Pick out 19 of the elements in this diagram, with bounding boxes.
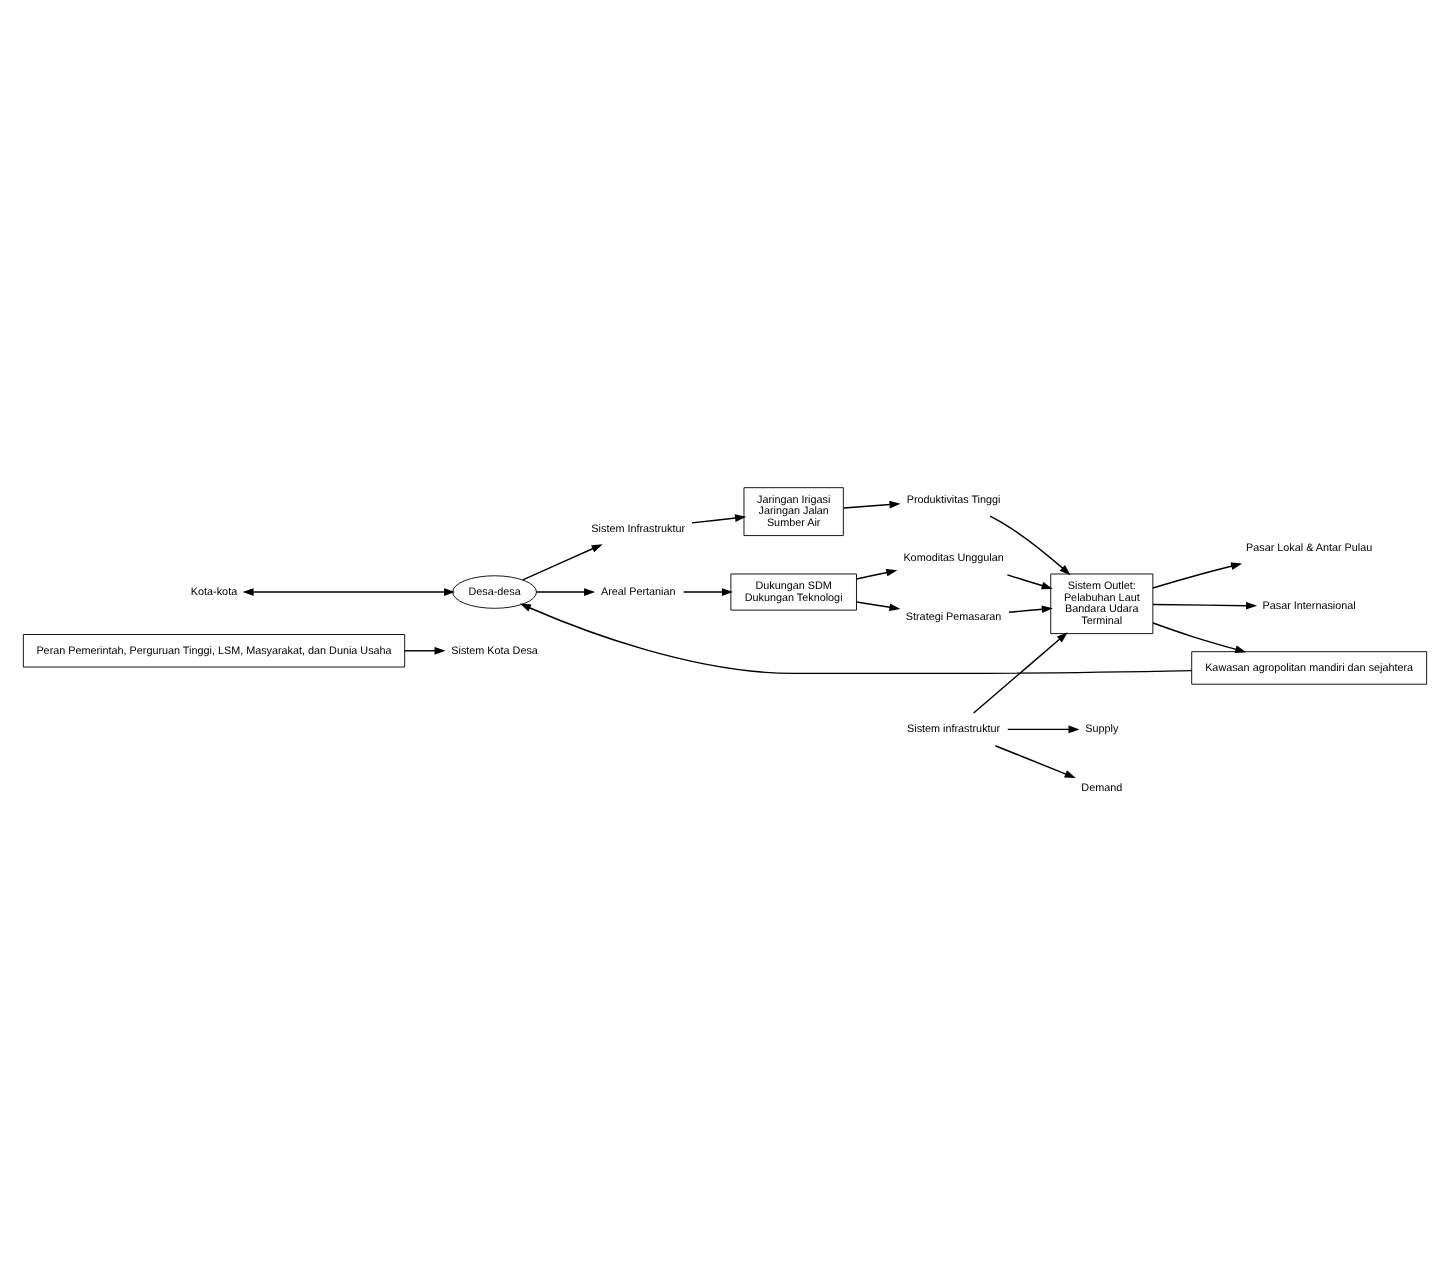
arrow — [1152, 601, 1258, 610]
arrow — [404, 646, 446, 655]
arrow — [1152, 622, 1247, 653]
arrow — [535, 588, 596, 596]
arrow — [519, 603, 1193, 675]
arrow — [994, 745, 1076, 779]
arrow — [989, 515, 1071, 576]
arrow — [682, 588, 733, 596]
arrow — [843, 500, 901, 509]
arrow — [1006, 574, 1053, 590]
arrow — [972, 632, 1068, 714]
arrow — [1008, 605, 1053, 614]
arrow — [1152, 562, 1243, 589]
arrow — [855, 568, 898, 580]
arrow — [691, 514, 747, 524]
arrow — [855, 601, 901, 612]
arrow — [242, 588, 456, 596]
arrow — [522, 544, 603, 581]
arrow — [1007, 725, 1080, 734]
